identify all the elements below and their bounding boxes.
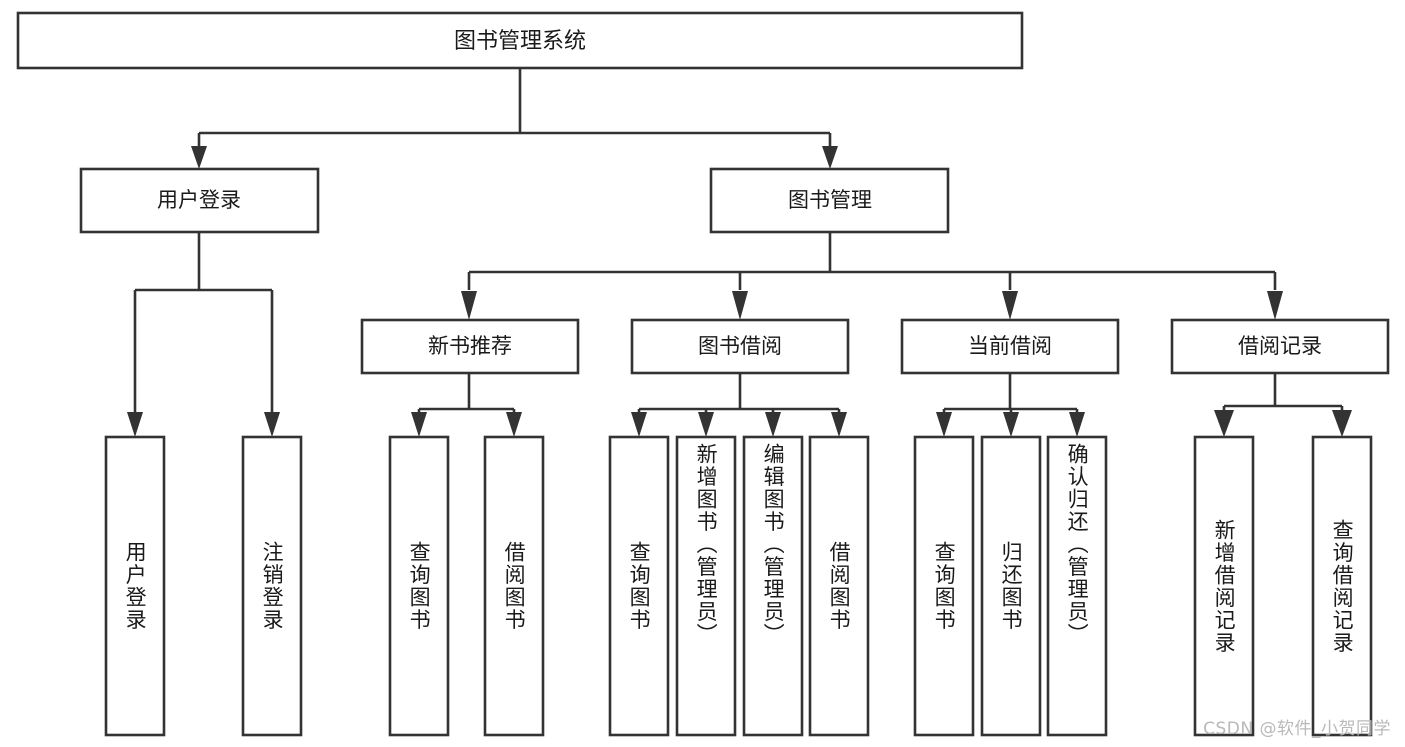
csdn-watermark: CSDN @软件_小贺同学: [1203, 719, 1391, 739]
node-current-borrow-box[interactable]: [900, 318, 1120, 375]
node-book-management-box[interactable]: [709, 167, 950, 234]
leaf-box-book-borrow-4[interactable]: [808, 435, 870, 737]
leaf-box-current-borrow-2[interactable]: [980, 435, 1042, 737]
node-borrow-records-label: 借阅记录: [1238, 334, 1322, 358]
leaf-box-group: [104, 435, 1373, 737]
node-new-book-recommend[interactable]: 新书推荐: [360, 318, 580, 375]
leaf-box-current-borrow-1[interactable]: [913, 435, 975, 737]
leaf-box-user-login-2[interactable]: [241, 435, 303, 737]
node-user-login[interactable]: 用户登录: [79, 167, 320, 234]
arrow-newbook-leaf1-icon: [411, 412, 427, 437]
node-book-management-label: 图书管理: [788, 188, 872, 212]
node-user-login-label: 用户登录: [157, 188, 241, 212]
leaf-box-book-borrow-3[interactable]: [742, 435, 804, 737]
node-book-management[interactable]: 图书管理: [709, 167, 950, 234]
node-borrow-records-box[interactable]: [1170, 318, 1390, 375]
arrow-login-leaf2-icon: [264, 412, 280, 437]
edge-group: [127, 68, 1352, 437]
arrow-borrow-leaf3-icon: [765, 412, 781, 437]
node-book-borrow[interactable]: 图书借阅: [630, 318, 850, 375]
leaf-box-user-login-1[interactable]: [104, 435, 166, 737]
leaf-box-borrow-records-1[interactable]: [1193, 435, 1255, 737]
leaf-box-new-book-2[interactable]: [483, 435, 545, 737]
node-new-book-recommend-box[interactable]: [360, 318, 580, 375]
node-borrow-records[interactable]: 借阅记录: [1170, 318, 1390, 375]
arrow-current-leaf2-icon: [1003, 412, 1019, 437]
arrow-records-leaf2-icon: [1332, 410, 1352, 437]
node-new-book-recommend-label: 新书推荐: [428, 334, 512, 358]
node-root-label: 图书管理系统: [454, 29, 586, 54]
arrow-root-to-login-icon: [191, 146, 207, 169]
node-book-borrow-box[interactable]: [630, 318, 850, 375]
arrow-newbook-leaf2-icon: [506, 412, 522, 437]
leaf-box-book-borrow-1[interactable]: [608, 435, 670, 737]
arrow-records-icon: [1267, 291, 1283, 320]
node-root-box[interactable]: [16, 11, 1024, 70]
arrow-login-leaf1-icon: [127, 412, 143, 437]
arrow-records-leaf1-icon: [1214, 410, 1234, 437]
arrow-current-icon: [1002, 291, 1018, 320]
arrow-borrow-icon: [732, 291, 748, 320]
arrow-current-leaf1-icon: [936, 412, 952, 437]
arrow-current-leaf3-icon: [1069, 412, 1085, 437]
arrow-borrow-leaf4-icon: [831, 412, 847, 437]
arrow-newbook-icon: [461, 291, 477, 320]
node-user-login-box[interactable]: [79, 167, 320, 234]
leaf-box-borrow-records-2[interactable]: [1311, 435, 1373, 737]
arrow-root-to-bookmgmt-icon: [822, 146, 838, 169]
leaf-box-new-book-1[interactable]: [388, 435, 450, 737]
arrow-borrow-leaf1-icon: [631, 412, 647, 437]
node-root[interactable]: 图书管理系统: [16, 11, 1024, 70]
leaf-box-book-borrow-2[interactable]: [675, 435, 737, 737]
leaf-box-current-borrow-3[interactable]: [1046, 435, 1108, 737]
node-current-borrow-label: 当前借阅: [968, 334, 1052, 358]
node-current-borrow[interactable]: 当前借阅: [900, 318, 1120, 375]
node-book-borrow-label: 图书借阅: [698, 334, 782, 358]
arrow-borrow-leaf2-icon: [698, 412, 714, 437]
